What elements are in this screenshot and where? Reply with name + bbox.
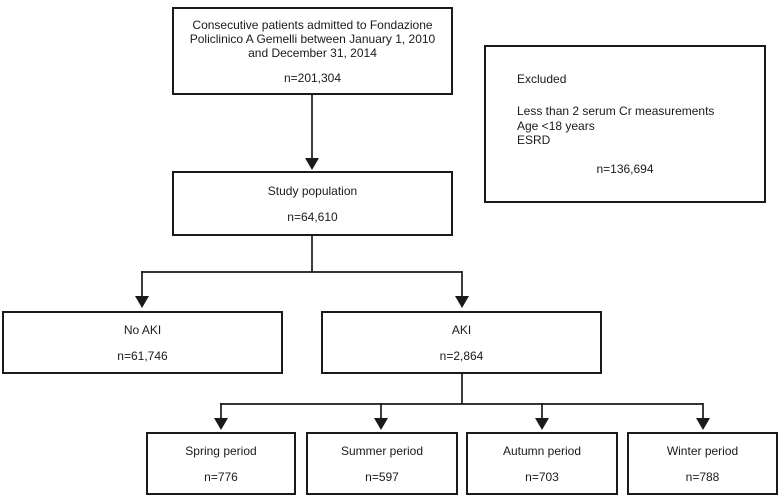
excluded-criteria: Less than 2 serum Cr measurements Age <1… bbox=[517, 104, 714, 148]
excluded-count: n=136,694 bbox=[596, 162, 654, 176]
box-no-aki: No AKI n=61,746 bbox=[2, 311, 283, 374]
box-autumn-period: Autumn period n=703 bbox=[466, 432, 618, 495]
no-aki-count: n=61,746 bbox=[117, 348, 168, 363]
box-spring-period: Spring period n=776 bbox=[146, 432, 296, 495]
spring-period-label: Spring period bbox=[185, 443, 257, 458]
summer-period-label: Summer period bbox=[340, 443, 424, 458]
arrowhead-down-icon bbox=[305, 158, 319, 170]
connector-study-to-aki-split bbox=[135, 236, 469, 308]
enrollment-text-line: Consecutive patients admitted to Fondazi… bbox=[192, 17, 433, 32]
enrollment-count: n=201,304 bbox=[283, 70, 342, 85]
enrollment-text-line: Policlinico A Gemelli between January 1,… bbox=[189, 31, 436, 46]
excluded-criterion: ESRD bbox=[517, 133, 551, 147]
arrowhead-down-icon bbox=[455, 296, 469, 308]
excluded-criterion: Less than 2 serum Cr measurements bbox=[517, 104, 715, 118]
study-population-label: Study population bbox=[267, 183, 358, 198]
box-excluded: Excluded Less than 2 serum Cr measuremen… bbox=[484, 45, 766, 203]
arrowhead-down-icon bbox=[535, 418, 549, 430]
summer-period-count: n=597 bbox=[365, 469, 399, 484]
aki-count: n=2,864 bbox=[439, 348, 484, 363]
connector-aki-to-seasons bbox=[214, 374, 710, 430]
box-summer-period: Summer period n=597 bbox=[306, 432, 458, 495]
excluded-criterion: Age <18 years bbox=[517, 118, 595, 133]
spring-period-count: n=776 bbox=[204, 469, 238, 484]
box-aki: AKI n=2,864 bbox=[321, 311, 602, 374]
connector-enrollment-to-study bbox=[305, 95, 319, 170]
autumn-period-label: Autumn period bbox=[502, 443, 582, 458]
excluded-title: Excluded bbox=[517, 72, 567, 86]
box-enrollment: Consecutive patients admitted to Fondazi… bbox=[172, 7, 453, 95]
study-population-count: n=64,610 bbox=[287, 209, 338, 224]
winter-period-label: Winter period bbox=[666, 443, 739, 458]
arrowhead-down-icon bbox=[374, 418, 388, 430]
winter-period-count: n=788 bbox=[685, 469, 720, 484]
aki-label: AKI bbox=[451, 322, 472, 337]
arrowhead-down-icon bbox=[214, 418, 228, 430]
box-study-population: Study population n=64,610 bbox=[172, 171, 453, 236]
enrollment-text-line: and December 31, 2014 bbox=[248, 45, 377, 60]
no-aki-label: No AKI bbox=[123, 322, 162, 337]
autumn-period-count: n=703 bbox=[525, 469, 559, 484]
arrowhead-down-icon bbox=[135, 296, 149, 308]
arrowhead-down-icon bbox=[696, 418, 710, 430]
box-winter-period: Winter period n=788 bbox=[627, 432, 778, 495]
